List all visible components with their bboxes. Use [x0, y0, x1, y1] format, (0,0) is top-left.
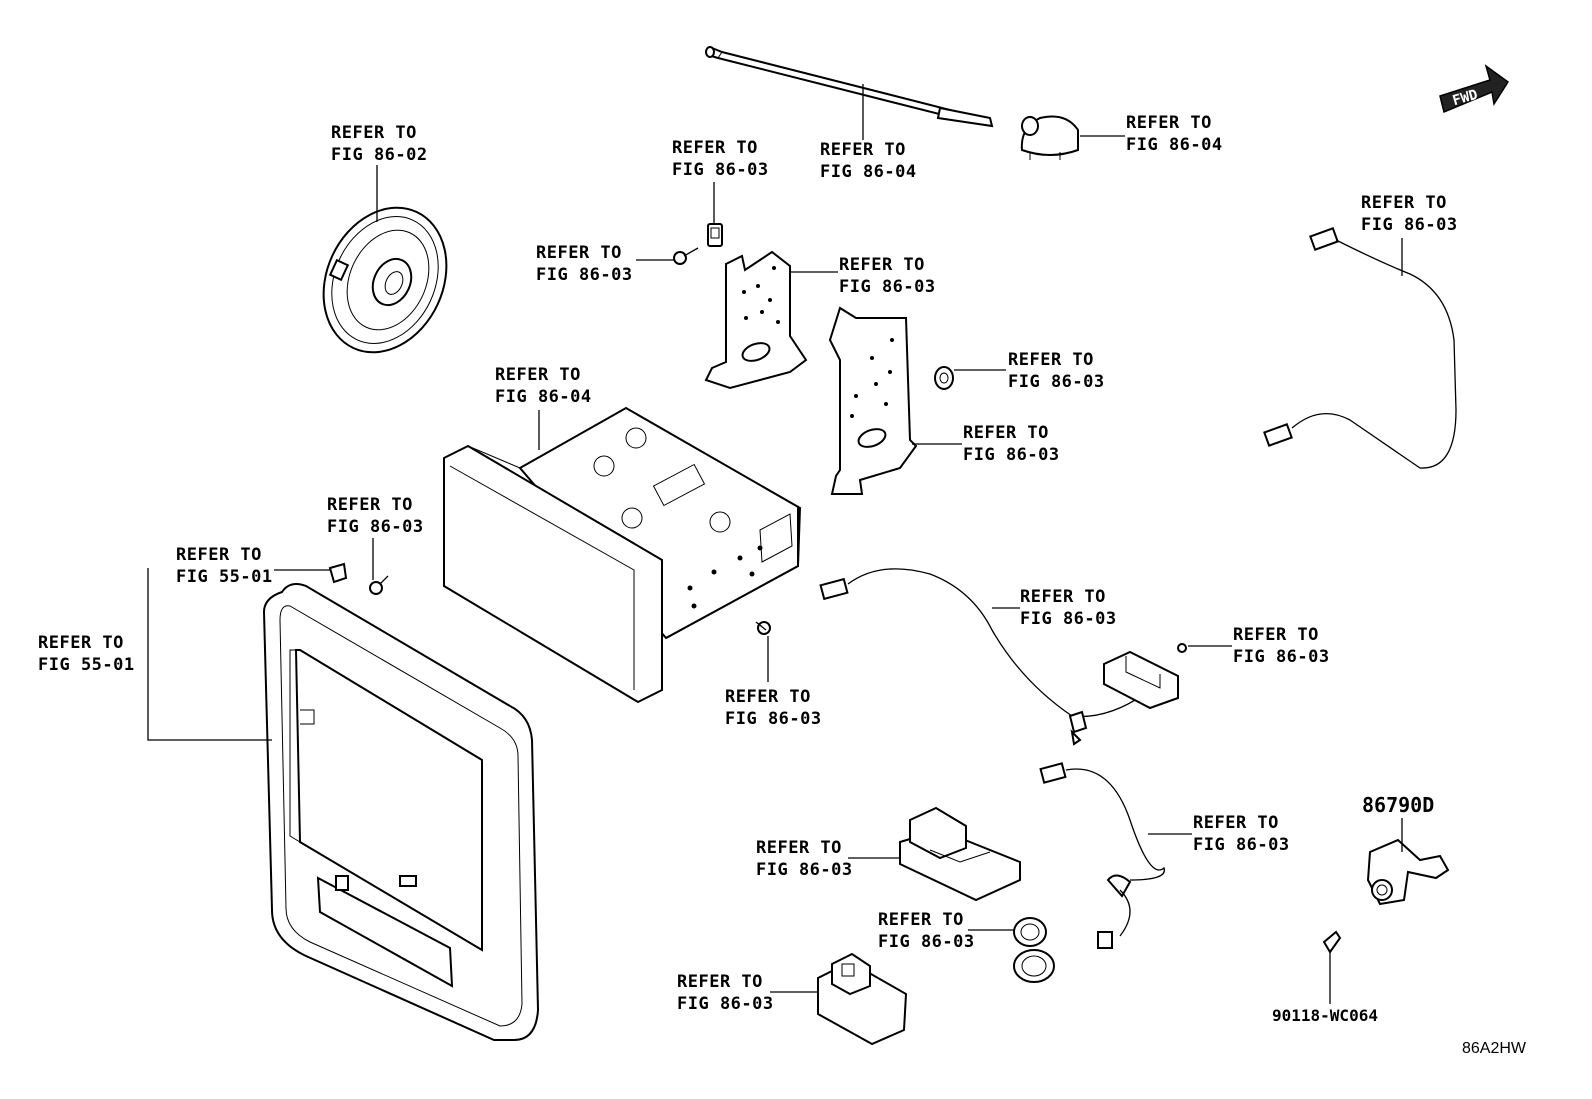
callout-line1: REFER TO — [38, 633, 124, 653]
clip-part — [707, 223, 723, 247]
callout-line2: FIG 86-03 — [839, 277, 936, 297]
callout-fig-86-03-unit-screw: REFER TO FIG 86-03 — [725, 686, 822, 730]
camera-screw-part — [1322, 930, 1342, 956]
callout-fig-86-03-grommet: REFER TO FIG 86-03 — [1008, 349, 1105, 393]
usb-cable-part-1 — [1263, 227, 1457, 469]
callout-line2: FIG 86-03 — [1193, 835, 1290, 855]
aux-cable-part — [1039, 762, 1165, 949]
fwd-arrow-icon: FWD — [1439, 64, 1510, 114]
head-unit-part — [443, 406, 802, 704]
callout-line1: REFER TO — [1008, 350, 1094, 370]
diagram-code: 86A2HW — [1462, 1040, 1527, 1057]
callout-line2: FIG 86-03 — [327, 517, 424, 537]
callout-fig-86-03-switch: REFER TO FIG 86-03 — [677, 971, 774, 1015]
screw-part-2 — [755, 621, 771, 635]
callout-line2: FIG 55-01 — [176, 567, 273, 587]
callout-line1: REFER TO — [331, 123, 417, 143]
callout-fig-86-04-antenna-rod: REFER TO FIG 86-04 — [820, 139, 917, 183]
callout-line2: FIG 86-03 — [536, 265, 633, 285]
bezel-clip-part — [328, 562, 348, 584]
callout-line2: FIG 86-04 — [1126, 135, 1223, 155]
screw-part-3 — [369, 575, 389, 595]
callout-line1: REFER TO — [1193, 813, 1279, 833]
callout-line1: REFER TO — [495, 365, 581, 385]
tray-part — [899, 806, 1021, 902]
callout-line1: REFER TO — [176, 545, 262, 565]
callout-fig-86-03-cable-mid: REFER TO FIG 86-03 — [1020, 586, 1117, 630]
callout-fig-86-03-aux-cable: REFER TO FIG 86-03 — [1193, 812, 1290, 856]
callout-fig-86-03-usb-box: REFER TO FIG 86-03 — [1233, 624, 1330, 668]
callout-line1: REFER TO — [672, 138, 758, 158]
callout-line2: FIG 86-04 — [820, 162, 917, 182]
callout-fig-55-01-clip: REFER TO FIG 55-01 — [176, 544, 273, 588]
callout-line2: FIG 86-03 — [725, 709, 822, 729]
callout-line2: FIG 86-04 — [495, 387, 592, 407]
power-socket-part — [1013, 917, 1055, 983]
part-number-camera: 86790D — [1362, 793, 1435, 817]
callout-fig-55-01-bezel: REFER TO FIG 55-01 — [38, 632, 135, 676]
left-bracket-part — [704, 250, 808, 390]
callout-fig-86-04-antenna-base: REFER TO FIG 86-04 — [1126, 112, 1223, 156]
callout-line2: FIG 86-03 — [1233, 647, 1330, 667]
callout-line2: FIG 86-03 — [878, 932, 975, 952]
callout-fig-86-03-screw: REFER TO FIG 86-03 — [536, 242, 633, 286]
callout-line1: REFER TO — [878, 910, 964, 930]
callout-line2: FIG 86-03 — [756, 860, 853, 880]
callout-fig-86-04-cable: REFER TO FIG 86-03 — [1361, 192, 1458, 236]
callout-line1: REFER TO — [536, 243, 622, 263]
callout-fig-86-03-bezel-screw: REFER TO FIG 86-03 — [327, 494, 424, 538]
callout-line2: FIG 86-03 — [1020, 609, 1117, 629]
grommet-part — [934, 366, 954, 390]
callout-fig-86-03-left-bracket: REFER TO FIG 86-03 — [839, 254, 936, 298]
callout-line1: REFER TO — [1126, 113, 1212, 133]
screw-part-4 — [1177, 643, 1187, 653]
callout-fig-86-03-right-bracket: REFER TO FIG 86-03 — [963, 422, 1060, 466]
right-bracket-part — [828, 306, 918, 495]
part-number-screw: 90118-WC064 — [1272, 1006, 1378, 1025]
callout-line1: REFER TO — [327, 495, 413, 515]
switch-block-part — [817, 952, 908, 1046]
fwd-label: FWD — [1451, 87, 1480, 109]
callout-line2: FIG 86-03 — [1361, 215, 1458, 235]
usb-cable-part-2 — [819, 568, 1151, 746]
camera-part — [1366, 838, 1450, 906]
callout-fig-86-03-tray: REFER TO FIG 86-03 — [756, 837, 853, 881]
callout-fig-86-03-clip: REFER TO FIG 86-03 — [672, 137, 769, 181]
usb-box-part — [1103, 650, 1179, 710]
callout-line2: FIG 86-03 — [677, 994, 774, 1014]
callout-line2: FIG 86-02 — [331, 145, 428, 165]
callout-line1: REFER TO — [963, 423, 1049, 443]
callout-fig-86-03-socket: REFER TO FIG 86-03 — [878, 909, 975, 953]
bezel-frame-part — [262, 583, 540, 1041]
speaker-part — [322, 206, 448, 354]
callout-line1: REFER TO — [725, 687, 811, 707]
callout-fig-86-03-head-unit: REFER TO FIG 86-04 — [495, 364, 592, 408]
callout-line1: REFER TO — [820, 140, 906, 160]
callout-line2: FIG 55-01 — [38, 655, 135, 675]
callout-line1: REFER TO — [677, 972, 763, 992]
callout-line1: REFER TO — [1361, 193, 1447, 213]
callout-line2: FIG 86-03 — [1008, 372, 1105, 392]
antenna-rod-part — [705, 46, 994, 128]
callout-line1: REFER TO — [1020, 587, 1106, 607]
screw-part-1 — [673, 247, 699, 265]
leader-c13 — [147, 568, 272, 741]
callout-fig-86-02-speaker: REFER TO FIG 86-02 — [331, 122, 428, 166]
callout-line2: FIG 86-03 — [963, 445, 1060, 465]
callout-line1: REFER TO — [1233, 625, 1319, 645]
callout-line1: REFER TO — [839, 255, 925, 275]
callout-line2: FIG 86-03 — [672, 160, 769, 180]
antenna-base-part — [1020, 115, 1079, 160]
callout-line1: REFER TO — [756, 838, 842, 858]
